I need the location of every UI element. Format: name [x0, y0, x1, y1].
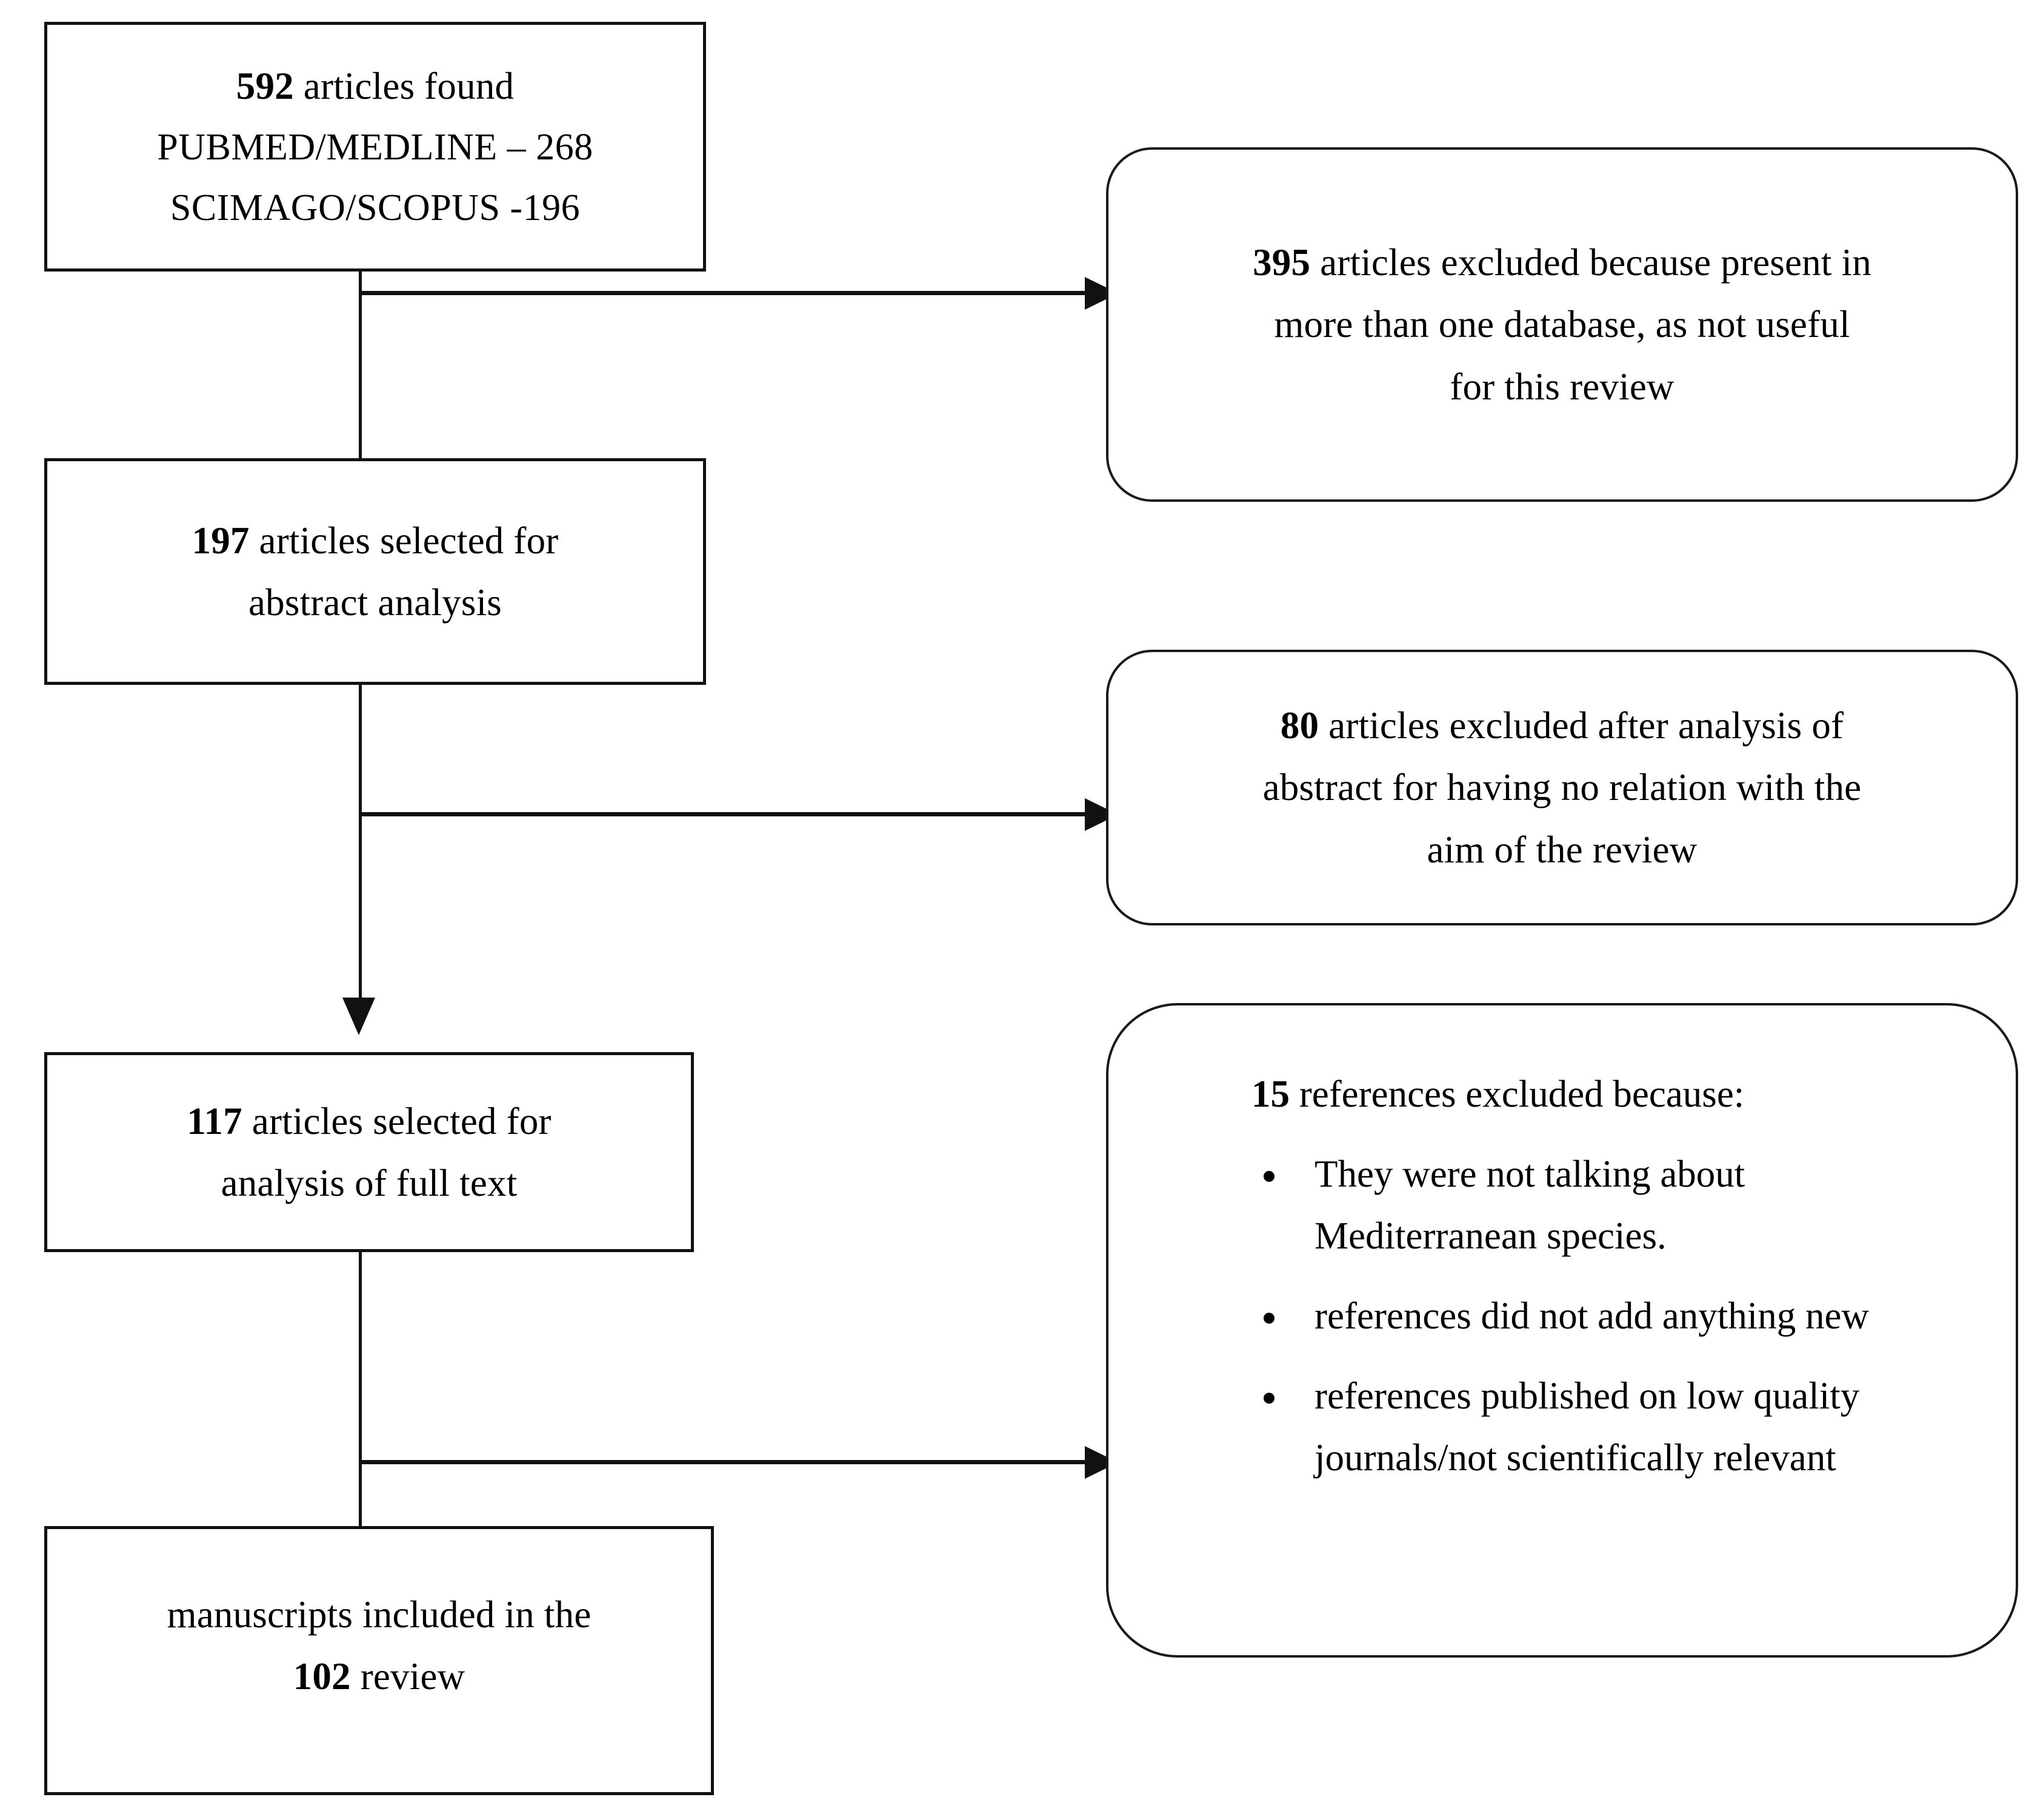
node-abstract-selected-line1: 197 articles selected for: [47, 510, 703, 572]
fulltext-selected-count: 117: [187, 1099, 242, 1142]
node-abstract-selected: 197 articles selected for abstract analy…: [44, 458, 706, 685]
articles-found-label: articles found: [293, 64, 515, 107]
node-excluded-duplicates: 395 articles excluded because present in…: [1106, 147, 2018, 502]
node-abstract-selected-line2: abstract analysis: [248, 581, 502, 624]
node-articles-found: 592 articles found PUBMED/MEDLINE – 268 …: [44, 22, 706, 272]
node-excluded-abstract-line3: aim of the review: [1427, 828, 1698, 871]
excluded-fulltext-reason-list: They were not talking about Mediterranea…: [1199, 1125, 1976, 1488]
node-included-review-line2: 102 review: [47, 1645, 711, 1707]
excluded-duplicates-label: articles excluded because present in: [1310, 241, 1871, 284]
node-excluded-abstract-line1: 80 articles excluded after analysis of: [1108, 695, 2016, 756]
excluded-abstract-count: 80: [1280, 704, 1319, 747]
fulltext-selected-label: articles selected for: [242, 1099, 551, 1142]
connector-found-to-excluded-duplicates: [359, 291, 1107, 295]
connector-fulltext-to-included: [359, 1252, 362, 1530]
list-item-text: references did not add anything new: [1315, 1294, 1869, 1337]
node-excluded-duplicates-line2: more than one database, as not useful: [1274, 303, 1850, 346]
bullet-dot-icon: [1264, 1312, 1275, 1324]
node-excluded-duplicates-line3: for this review: [1450, 365, 1674, 408]
included-review-label: review: [350, 1655, 465, 1698]
node-fulltext-selected: 117 articles selected for analysis of fu…: [44, 1052, 694, 1252]
included-review-count: 102: [293, 1655, 351, 1698]
node-excluded-fulltext-head: 15 references excluded because:: [1199, 1064, 1976, 1125]
articles-found-count: 592: [236, 64, 294, 107]
node-included-review-line1: manuscripts included in the: [167, 1593, 591, 1636]
node-articles-found-line1: 592 articles found: [47, 55, 703, 117]
list-item: references did not add anything new: [1199, 1285, 1976, 1347]
excluded-fulltext-count: 15: [1251, 1073, 1290, 1115]
arrowhead-into-fulltext: [342, 998, 375, 1035]
connector-fulltext-to-excluded-fulltext: [359, 1460, 1107, 1464]
bullet-dot-icon: [1264, 1392, 1275, 1404]
node-included-review: manuscripts included in the 102 review: [44, 1526, 714, 1795]
list-item-text: They were not talking about Mediterranea…: [1315, 1152, 1745, 1257]
node-excluded-abstract-line2: abstract for having no relation with the: [1262, 766, 1862, 809]
node-fulltext-selected-line2: analysis of full text: [221, 1162, 518, 1204]
abstract-selected-count: 197: [192, 519, 250, 562]
node-fulltext-selected-line1: 117 articles selected for: [47, 1090, 691, 1152]
excluded-duplicates-count: 395: [1253, 241, 1311, 284]
bullet-dot-icon: [1264, 1170, 1275, 1182]
list-item: references published on low quality jour…: [1199, 1365, 1976, 1488]
connector-abstract-to-fulltext: [359, 636, 362, 1007]
list-item: They were not talking about Mediterranea…: [1199, 1143, 1976, 1267]
connector-found-to-abstract: [359, 211, 362, 476]
excluded-fulltext-label: references excluded because:: [1290, 1073, 1745, 1115]
node-articles-found-pubmed: PUBMED/MEDLINE – 268: [157, 126, 593, 168]
connector-abstract-to-excluded-abstract: [359, 812, 1107, 816]
node-excluded-abstract: 80 articles excluded after analysis of a…: [1106, 650, 2018, 925]
node-articles-found-scimago: SCIMAGO/SCOPUS -196: [170, 187, 581, 229]
excluded-abstract-label: articles excluded after analysis of: [1319, 704, 1844, 747]
node-excluded-duplicates-line1: 395 articles excluded because present in: [1108, 232, 2016, 293]
abstract-selected-label: articles selected for: [249, 519, 559, 562]
node-excluded-fulltext: 15 references excluded because: They wer…: [1106, 1003, 2018, 1658]
list-item-text: references published on low quality jour…: [1315, 1374, 1860, 1479]
